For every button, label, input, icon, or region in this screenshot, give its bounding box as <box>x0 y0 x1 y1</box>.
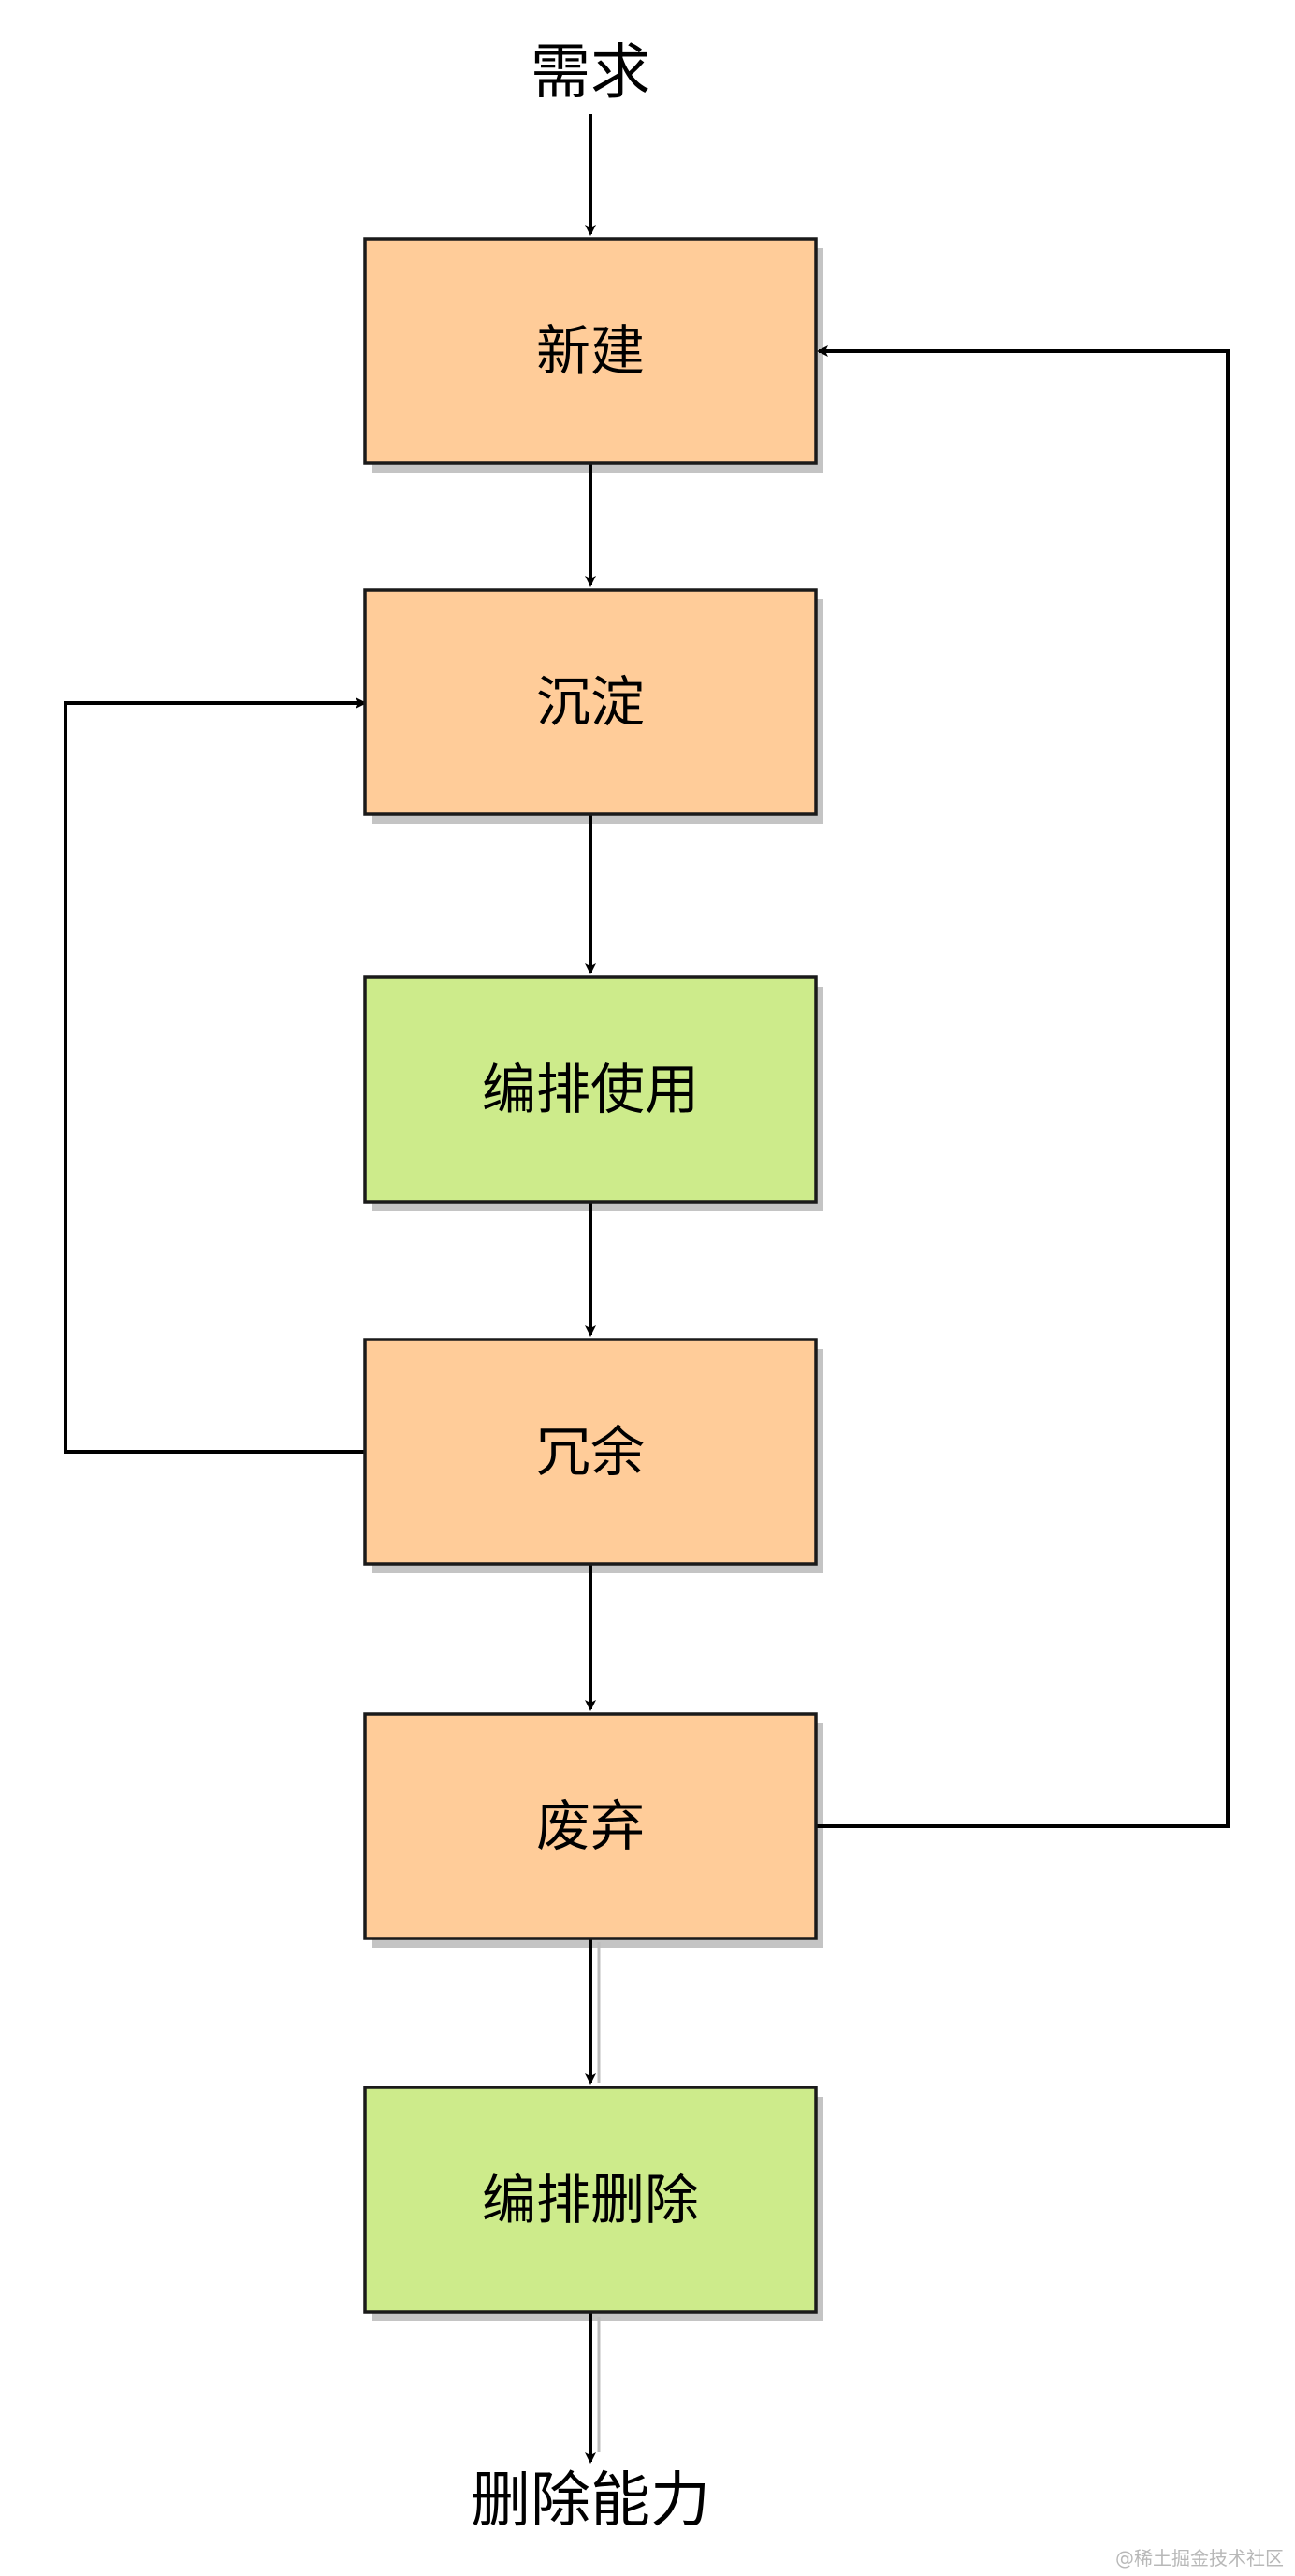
redundant-node-label: 冗余 <box>536 1420 645 1484</box>
settle-node: 沉淀 <box>363 588 818 816</box>
deprecate-node-box <box>363 1712 818 1940</box>
create-node-box <box>363 237 818 465</box>
edge-deprecate-to-create-loop <box>816 345 1230 1828</box>
orchestrate-delete-node-box <box>363 2086 818 2314</box>
create-node: 新建 <box>363 237 818 465</box>
redundant-node-box <box>363 1338 818 1566</box>
deprecate-node: 废弃 <box>363 1712 818 1940</box>
orchestrate-use-node: 编排使用 <box>363 975 818 1204</box>
orchestrate-delete-node-label: 编排删除 <box>482 2168 699 2232</box>
edge-redundant-to-settle-loop <box>64 697 367 1454</box>
create-node-label: 新建 <box>536 319 645 383</box>
settle-node-box <box>363 588 818 816</box>
orchestrate-delete-node: 编排删除 <box>363 2086 818 2314</box>
output-label: 删除能力 <box>471 2466 710 2536</box>
orchestrate-use-node-label: 编排使用 <box>482 1058 699 1121</box>
watermark: @稀土掘金技术社区 <box>1115 2547 1284 2569</box>
input-label: 需求 <box>531 38 650 108</box>
deprecate-node-label: 废弃 <box>536 1794 645 1858</box>
redundant-node: 冗余 <box>363 1338 818 1566</box>
settle-node-label: 沉淀 <box>536 670 645 734</box>
orchestrate-use-node-box <box>363 975 818 1204</box>
